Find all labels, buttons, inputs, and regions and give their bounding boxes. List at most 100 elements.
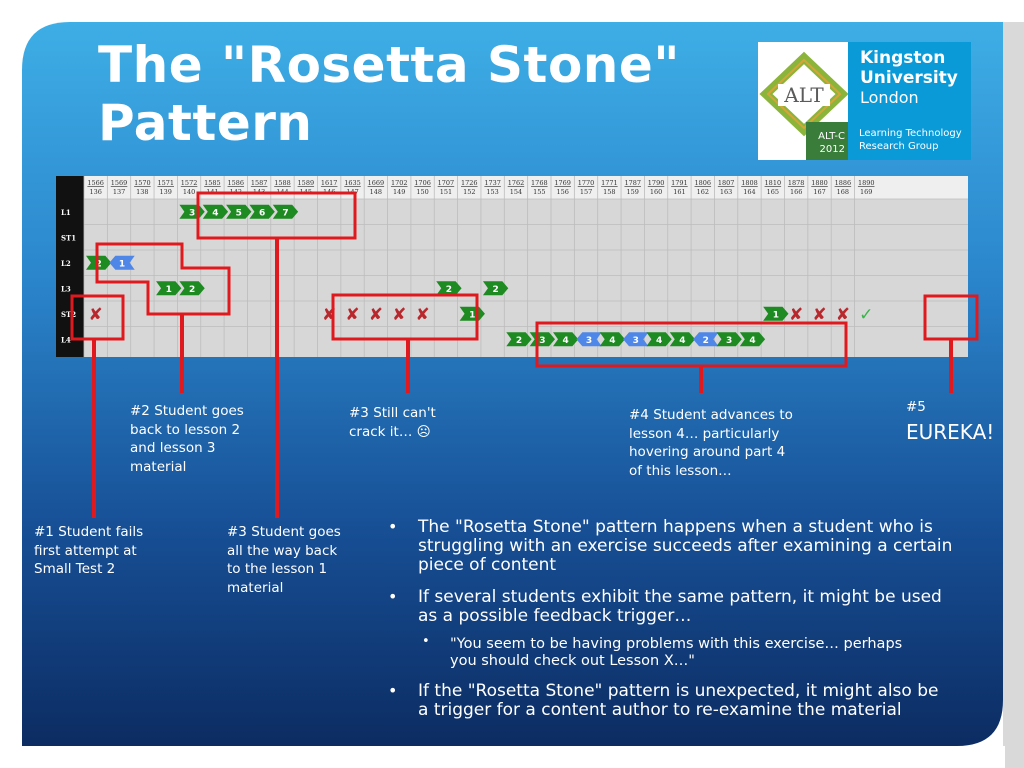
slide-title: The "Rosetta Stone" Pattern	[98, 36, 698, 152]
column-number: 137	[113, 188, 125, 196]
annotation-5: #5	[906, 399, 926, 415]
fail-mark: ✘	[345, 305, 359, 325]
fail-mark: ✘	[89, 305, 103, 325]
column-number: 151	[440, 188, 452, 196]
column-id: 1762	[508, 179, 525, 187]
column-number: 140	[183, 188, 195, 196]
annotation-2-line: back to lesson 2	[130, 421, 241, 438]
column-number: 164	[743, 188, 755, 196]
marker-label: 5	[236, 208, 242, 218]
column-id: 1737	[484, 179, 501, 187]
marker-label: 3	[586, 336, 592, 346]
column-id: 1790	[648, 179, 665, 187]
marker-label: 4	[609, 336, 615, 346]
row-label: L2	[61, 259, 71, 268]
annotation-4-line: of this lesson…	[629, 462, 732, 479]
column-number: 142	[230, 188, 242, 196]
annotation-3-bottom-line: all the way back	[227, 542, 338, 559]
column-number: 143	[253, 188, 265, 196]
column-id: 1769	[554, 179, 571, 187]
marker-label: 3	[189, 208, 195, 218]
marker-label: 4	[679, 336, 685, 346]
bullet-1-line: The "Rosetta Stone" pattern happens when…	[418, 517, 933, 537]
bullet-dot: •	[388, 517, 398, 536]
column-id: 1770	[578, 179, 595, 187]
marker-label: 3	[539, 336, 545, 346]
column-number: 156	[556, 188, 568, 196]
bullet-dot: •	[388, 587, 398, 606]
column-number: 155	[533, 188, 545, 196]
column-number: 147	[346, 188, 358, 196]
marker-label: 1	[773, 310, 779, 320]
column-id: 1878	[788, 179, 805, 187]
column-id: 1726	[461, 179, 478, 187]
forward-marker	[763, 306, 789, 321]
annotation-1: #1 Student fails first attempt at Small …	[34, 523, 143, 579]
kingston-logo: Kingston University London Learning Tech…	[848, 42, 971, 160]
marker-label: 3	[726, 336, 732, 346]
alt-event-label: ALT-C 2012	[810, 130, 845, 156]
bullet-2: If several students exhibit the same pat…	[418, 588, 942, 626]
right-edge-strip	[1003, 22, 1024, 768]
bullet-1-line: struggling with an exercise succeeds aft…	[418, 536, 953, 556]
marker-label: 2	[703, 336, 709, 346]
annotation-2: #2 Student goes back to lesson 2 and les…	[130, 402, 244, 476]
column-id: 1810	[765, 179, 782, 187]
forward-marker	[506, 332, 532, 347]
bullet-1: The "Rosetta Stone" pattern happens when…	[418, 518, 952, 575]
column-number: 168	[837, 188, 849, 196]
column-id: 1617	[321, 179, 338, 187]
column-number: 153	[486, 188, 498, 196]
fail-mark: ✘	[812, 305, 826, 325]
annotation-3-top-line: #3 Still can't	[349, 405, 436, 421]
column-id: 1886	[835, 179, 852, 187]
column-number: 161	[673, 188, 685, 196]
alt-event-line2: 2012	[819, 144, 845, 155]
row-label: ST2	[61, 310, 76, 319]
ku-line3: London	[860, 88, 919, 107]
row-label: L4	[61, 335, 71, 344]
column-id: 1572	[181, 179, 198, 187]
annotation-2-line: #2 Student goes	[130, 403, 244, 419]
column-number: 159	[627, 188, 639, 196]
marker-label: 6	[259, 208, 265, 218]
column-id: 1791	[671, 179, 688, 187]
column-id: 1768	[531, 179, 548, 187]
fail-mark: ✘	[369, 305, 383, 325]
annotation-3-bottom-line: material	[227, 579, 284, 596]
column-number: 152	[463, 188, 475, 196]
bullet-3-line: If the "Rosetta Stone" pattern is unexpe…	[418, 681, 939, 701]
column-number: 163	[720, 188, 732, 196]
alt-logo-mark: ALT	[758, 42, 849, 160]
column-id: 1707	[438, 179, 455, 187]
group-line1: Learning Technology	[859, 128, 962, 139]
fail-mark: ✘	[322, 305, 336, 325]
timeline-grid: 1566136156913715701381571139157214015851…	[56, 176, 968, 357]
column-id: 1806	[695, 179, 712, 187]
column-id: 1566	[87, 179, 104, 187]
bullet-2-line: as a possible feedback trigger…	[418, 606, 692, 626]
sub-bullet: "You seem to be having problems with thi…	[450, 636, 902, 670]
column-id: 1702	[391, 179, 408, 187]
fail-mark: ✘	[392, 305, 406, 325]
research-group: Learning Technology Research Group	[859, 127, 962, 153]
column-number: 154	[510, 188, 522, 196]
bullet-1-line: piece of content	[418, 555, 557, 575]
column-number: 148	[370, 188, 382, 196]
column-number: 160	[650, 188, 662, 196]
annotation-1-line: first attempt at	[34, 542, 137, 559]
marker-label: 4	[656, 336, 662, 346]
column-id: 1706	[414, 179, 431, 187]
column-id: 1771	[601, 179, 618, 187]
column-id: 1890	[858, 179, 875, 187]
eureka-label: EUREKA!	[906, 420, 995, 444]
column-number: 138	[136, 188, 148, 196]
marker-label: 4	[563, 336, 569, 346]
column-id: 1585	[204, 179, 221, 187]
row-label: L1	[61, 208, 71, 217]
annotation-1-line: Small Test 2	[34, 561, 116, 577]
sub-bullet-line: you should check out Lesson X…"	[450, 653, 695, 669]
annotation-4: #4 Student advances to lesson 4… particu…	[629, 406, 793, 480]
marker-label: 2	[446, 285, 452, 295]
